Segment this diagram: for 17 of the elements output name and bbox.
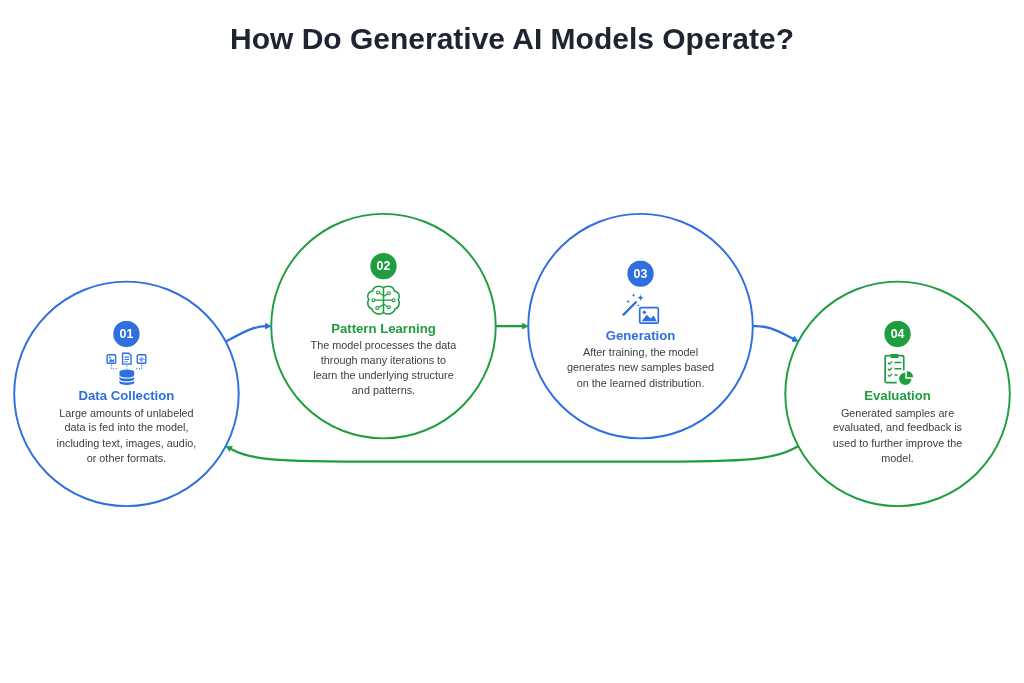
arrow [225, 445, 799, 463]
step-description: Large amounts of unlabeled data is fed into the model, including text, images, audio, or other formats. [55, 405, 198, 466]
step-heading: Pattern Learning [331, 320, 436, 338]
arrow [495, 322, 529, 330]
step-heading: Data Collection [78, 387, 175, 406]
step-circle [270, 212, 497, 440]
step-description: Generated samples are evaluated, and feedback is used to further improve the model. [831, 405, 964, 466]
step-circle [13, 280, 240, 508]
step-description: The model processes the data through many iterations to learn the underlying structure and patterns. [309, 338, 458, 398]
step-circle [784, 280, 1011, 508]
step-description: After training, the model generates new samples based on the learned distribution. [566, 345, 715, 391]
arrow [225, 322, 272, 343]
step-heading: Generation [605, 327, 676, 346]
step-circle [527, 212, 754, 440]
title: How Do Generative AI Models Operate? [230, 22, 794, 56]
arrow [752, 324, 799, 342]
step-heading: Evaluation [864, 387, 931, 406]
